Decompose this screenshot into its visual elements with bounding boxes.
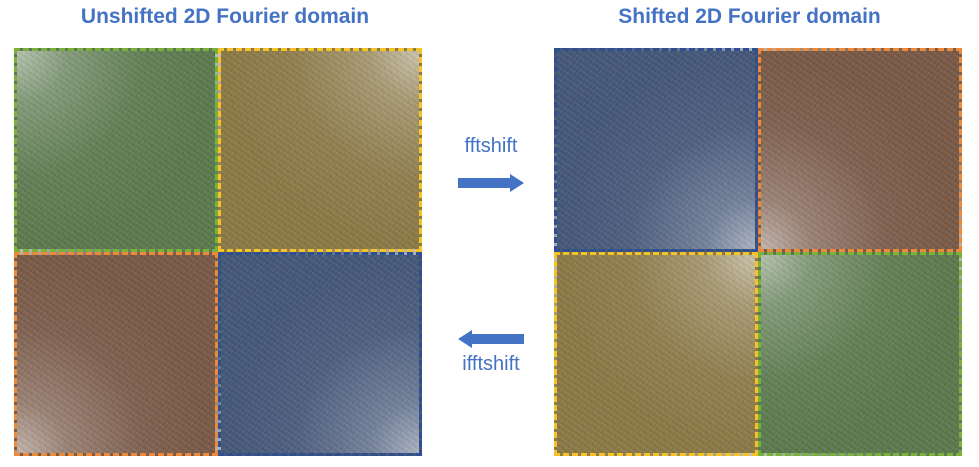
ifftshift-label: ifftshift xyxy=(462,353,520,375)
fftshift-label: fftshift xyxy=(464,135,518,157)
unshifted-quadrant-bottom-right xyxy=(218,252,422,456)
unshifted-quadrant-top-right xyxy=(218,48,422,252)
shifted-title: Shifted 2D Fourier domain xyxy=(618,5,881,28)
arrow-left-shape xyxy=(458,330,524,348)
shifted-panel xyxy=(554,48,962,456)
shifted-quadrant-top-right xyxy=(758,48,962,252)
unshifted-panel xyxy=(14,48,422,456)
arrow-left-icon xyxy=(458,330,524,348)
shifted-quadrant-bottom-right xyxy=(758,252,962,456)
arrow-right-shape xyxy=(458,174,524,192)
unshifted-quadrant-top-left xyxy=(14,48,218,252)
arrow-right-icon xyxy=(458,174,524,192)
shifted-quadrant-bottom-left xyxy=(554,252,758,456)
shifted-quadrant-top-left xyxy=(554,48,758,252)
unshifted-title: Unshifted 2D Fourier domain xyxy=(80,5,370,28)
unshifted-quadrant-bottom-left xyxy=(14,252,218,456)
